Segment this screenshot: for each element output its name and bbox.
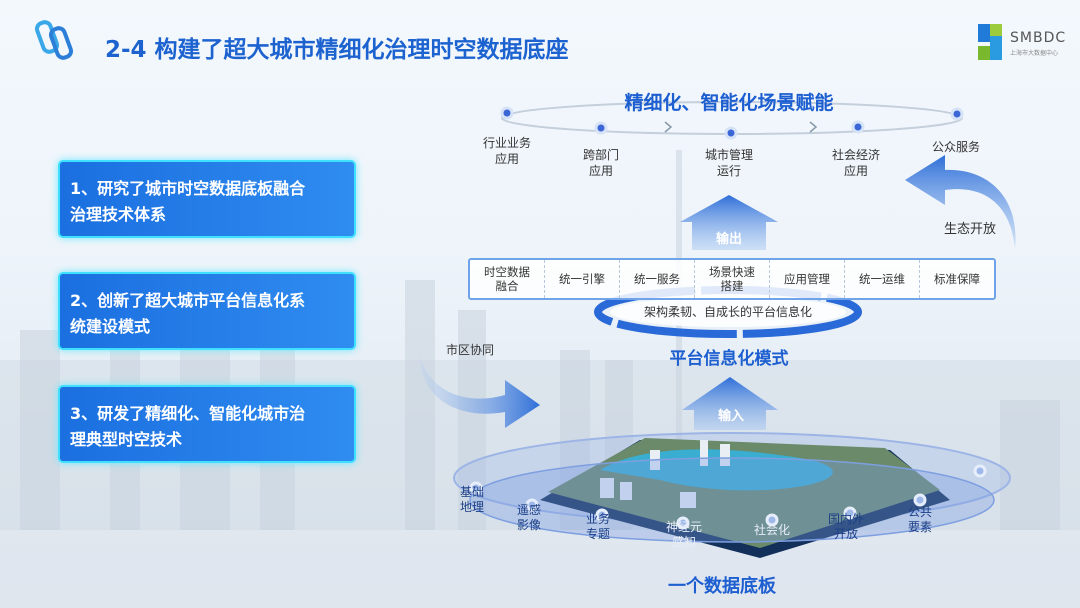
orbit-arrow-icon	[664, 121, 673, 133]
cell-line: 标准保障	[934, 272, 980, 286]
scenario-label: 行业业务应用	[483, 135, 531, 167]
data-node	[469, 481, 483, 495]
eco-open-label: 生态开放	[943, 222, 997, 237]
key-point-line: 治理技术体系	[70, 205, 167, 224]
label-line: 社会化	[753, 523, 791, 537]
scenario-label: 公众服务	[932, 139, 980, 155]
cell-line: 统一引擎	[559, 272, 605, 286]
key-point-3: 3、研发了精细化、智能化城市治理典型时空技术	[58, 385, 356, 463]
scenario-node	[500, 106, 514, 120]
cell-line: 融合	[495, 279, 519, 293]
key-point-line: 3、研发了精细化、智能化城市治	[70, 404, 306, 423]
label-line: 跨部门	[582, 148, 620, 162]
data-label: 基础地理	[460, 485, 484, 515]
label-line: 应用	[588, 164, 614, 178]
label-line: 运行	[716, 164, 742, 178]
smbdc-logo: SMBDC 上海市大数据中心	[978, 24, 1078, 64]
logo-name: SMBDC	[1010, 30, 1067, 46]
label-line: 公众服务	[931, 140, 981, 154]
data-node	[676, 516, 690, 530]
smbdc-logo-icon	[978, 24, 1002, 60]
data-label: 神经元感知	[666, 520, 702, 550]
scenario-node	[950, 107, 964, 121]
logo-subtitle: 上海市大数据中心	[1010, 50, 1059, 57]
label-line: 专题	[585, 527, 611, 541]
scenario-label: 跨部门应用	[583, 147, 619, 179]
key-point-line: 1、研究了城市时空数据底板融合	[70, 179, 306, 198]
data-label: 公共要素	[908, 505, 932, 535]
label-line: 业务	[585, 512, 611, 526]
key-point-1: 1、研究了城市时空数据底板融合治理技术体系	[58, 160, 356, 238]
data-label: 业务专题	[586, 512, 610, 542]
platform-heading: 平台信息化模式	[669, 349, 789, 369]
key-point-line: 理典型时空技术	[70, 430, 183, 449]
label-line: 感知	[671, 535, 697, 549]
capability-cell: 统一服务	[620, 260, 695, 298]
scenario-label: 城市管理运行	[705, 147, 753, 179]
key-point-line: 2、创新了超大城市平台信息化系	[70, 291, 306, 310]
label-line: 开放	[833, 527, 859, 541]
label-line: 要素	[907, 520, 933, 534]
input-label: 输入	[717, 409, 745, 424]
label-line: 应用	[843, 164, 869, 178]
capability-cell: 时空数据融合	[470, 260, 545, 298]
label-line: 应用	[494, 152, 520, 166]
capability-cell: 标准保障	[920, 260, 994, 298]
orbit-arrow-icon	[809, 121, 818, 133]
data-label: 社会化	[754, 523, 790, 538]
city-coordination-label: 市区协同	[445, 343, 495, 357]
capability-cell: 场景快速搭建	[695, 260, 770, 298]
label-line: 基础	[459, 485, 485, 499]
cell-line: 统一运维	[859, 272, 905, 286]
cell-line: 时空数据	[484, 265, 530, 279]
data-node	[973, 464, 987, 478]
cell-line: 场景快速	[709, 265, 755, 279]
key-point-2: 2、创新了超大城市平台信息化系统建设模式	[58, 272, 356, 350]
cell-line: 应用管理	[784, 272, 830, 286]
data-label: 国内外开放	[828, 512, 864, 542]
cell-line: 统一服务	[634, 272, 680, 286]
output-arrow-icon	[680, 195, 778, 250]
cell-line: 搭建	[720, 279, 744, 293]
platform-ring-label: 架构柔韧、自成长的平台信息化	[643, 305, 813, 319]
input-arrow-icon	[682, 377, 778, 430]
data-node	[525, 498, 539, 512]
eco-open-arrow-icon	[905, 155, 1016, 248]
scenario-node	[851, 120, 865, 134]
label-line: 遥感	[516, 503, 542, 517]
data-base-heading: 一个数据底板	[668, 576, 776, 597]
label-line: 社会经济	[831, 148, 881, 162]
label-line: 国内外	[827, 512, 865, 526]
scenario-node	[594, 121, 608, 135]
label-line: 行业业务	[482, 136, 532, 150]
scenario-label: 社会经济应用	[832, 147, 880, 179]
scenario-heading: 精细化、智能化场景赋能	[624, 92, 834, 114]
capability-cell: 应用管理	[770, 260, 845, 298]
platform-capability-bar: 时空数据融合 统一引擎 统一服务 场景快速搭建 应用管理 统一运维 标准保障	[468, 258, 996, 300]
label-line: 影像	[516, 518, 542, 532]
page-title: 2-4 构建了超大城市精细化治理时空数据底座	[105, 37, 569, 63]
data-node	[843, 506, 857, 520]
label-line: 地理	[459, 500, 485, 514]
data-node	[913, 493, 927, 507]
label-line: 神经元	[665, 520, 703, 534]
data-node	[595, 508, 609, 522]
capability-cell: 统一运维	[845, 260, 920, 298]
label-line: 公共	[907, 505, 933, 519]
scenario-node	[724, 126, 738, 140]
data-node	[765, 513, 779, 527]
label-line: 城市管理	[704, 148, 754, 162]
output-label: 输出	[715, 232, 743, 247]
capability-cell: 统一引擎	[545, 260, 620, 298]
key-point-line: 统建设模式	[70, 317, 151, 336]
left-logo-icon	[34, 20, 74, 60]
city-coordination-arrow-icon	[420, 355, 540, 428]
data-label: 遥感影像	[517, 503, 541, 533]
